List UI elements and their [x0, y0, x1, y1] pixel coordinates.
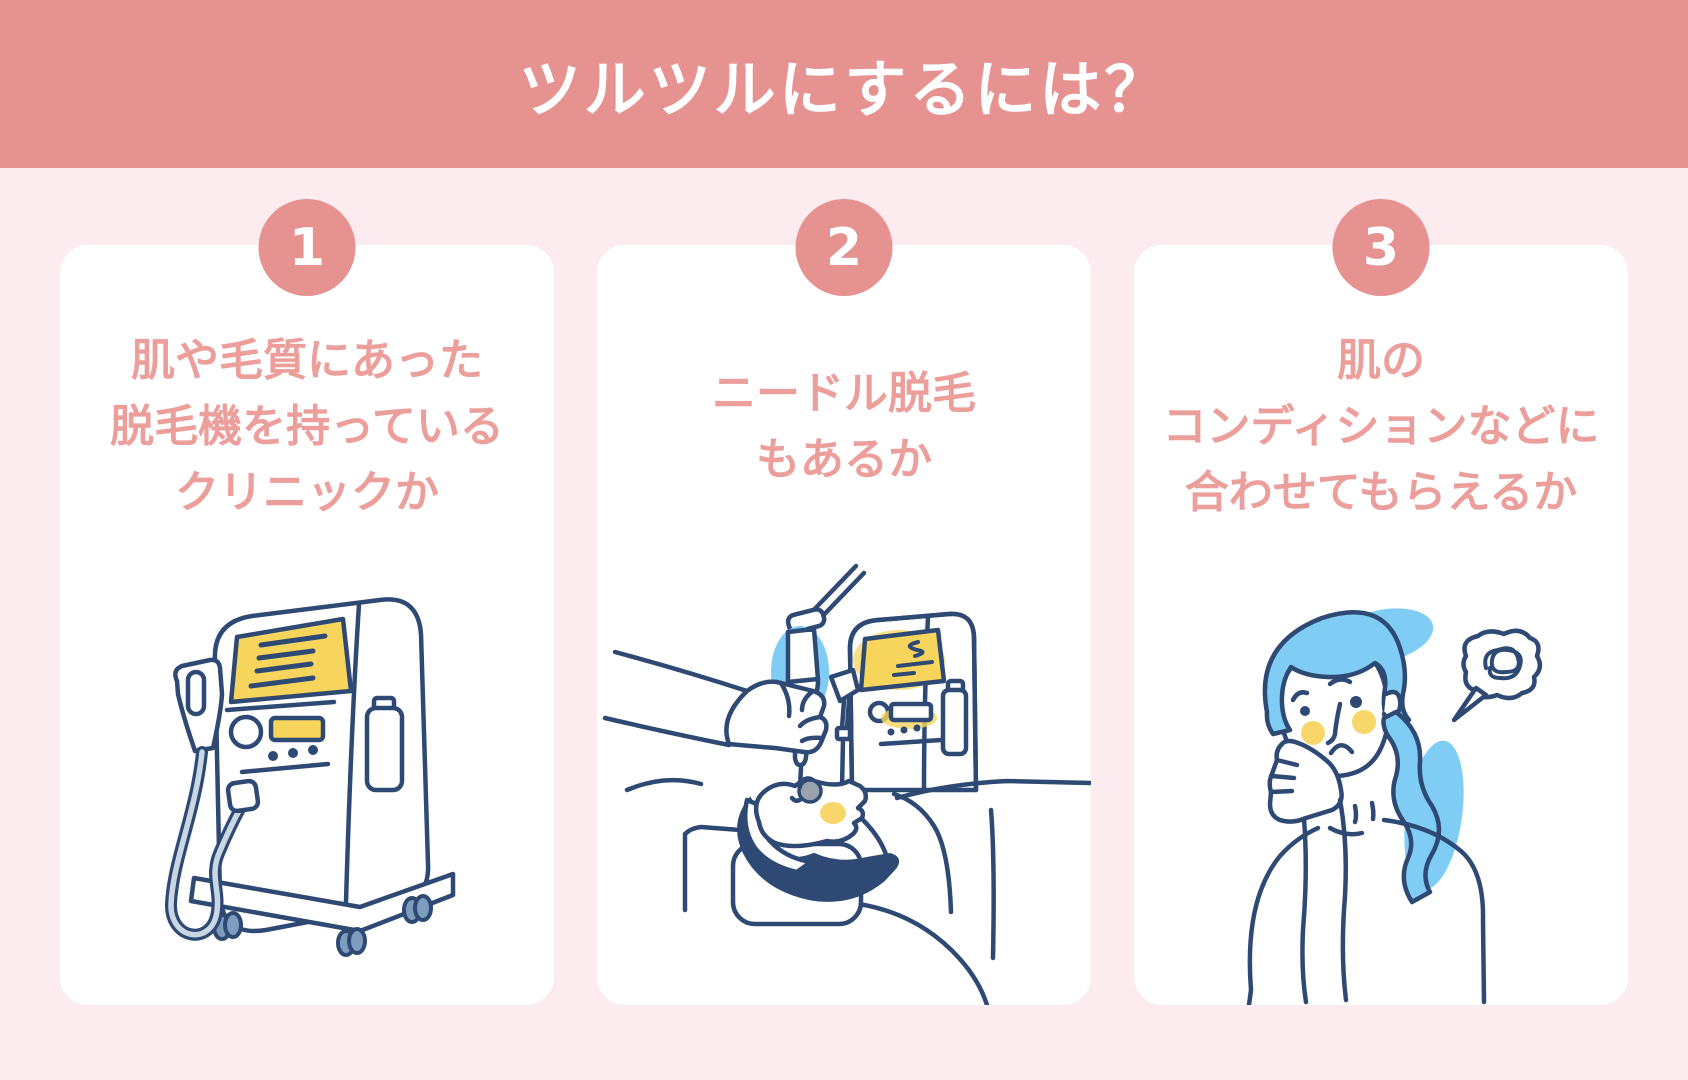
- title-bar: ツルツルにするには？: [0, 0, 1688, 168]
- card-1-line-1: 肌や毛質にあった: [131, 335, 483, 386]
- step-number-badge-3: 3: [1332, 199, 1430, 296]
- card-clinic-machine: 1 肌や毛質にあった 脱毛機を持っている クリニックか: [60, 199, 554, 1005]
- card-skin-condition: 3 肌の コンディションなどに 合わせてもらえるか: [1134, 199, 1628, 1005]
- card-2-line-2: もあるか: [756, 434, 932, 485]
- card-1-line-2: 脱毛機を持っている: [110, 401, 504, 452]
- card-3-line-2: コンディションなどに: [1162, 401, 1600, 452]
- needle-hair-removal-illustration: [602, 563, 1091, 1005]
- card-3-line-1: 肌の: [1337, 335, 1425, 386]
- step-number-badge-2: 2: [795, 199, 893, 296]
- step-number-badge-1: 1: [258, 199, 356, 296]
- card-3-line-3: 合わせてもらえるか: [1184, 467, 1578, 518]
- card-2-text: ニードル脱毛 もあるか: [613, 307, 1075, 547]
- card-2-line-1: ニードル脱毛: [712, 368, 976, 419]
- card-needle-option: 2 ニードル脱毛 もあるか: [597, 199, 1091, 1005]
- worried-woman-illustration: [1246, 608, 1543, 1005]
- card-3-text: 肌の コンディションなどに 合わせてもらえるか: [1150, 307, 1612, 547]
- card-1-text: 肌や毛質にあった 脱毛機を持っている クリニックか: [76, 307, 538, 547]
- laser-hair-removal-machine-illustration: [164, 597, 456, 957]
- card-1-line-3: クリニックか: [175, 467, 439, 518]
- page-title: ツルツルにするには？: [518, 53, 1170, 126]
